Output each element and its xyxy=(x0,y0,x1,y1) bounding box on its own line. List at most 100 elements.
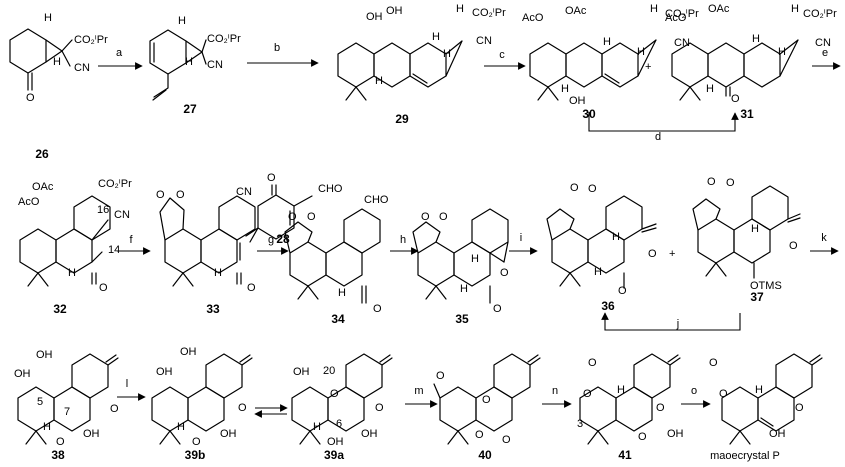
substituent-label: O xyxy=(267,172,276,184)
substituent-label: CN xyxy=(114,209,130,221)
substituent-label: CO₂ⁱPr xyxy=(74,34,108,46)
substituent-label: H xyxy=(456,3,464,15)
substituent-label: OH xyxy=(667,428,684,440)
arrow-j xyxy=(601,312,741,331)
structure-39a xyxy=(291,353,393,445)
substituent-label: CN xyxy=(236,186,252,198)
substituent-label: OH xyxy=(327,436,344,448)
substituent-label: + xyxy=(669,248,675,260)
substituent-label: CN xyxy=(815,37,831,49)
substituent-label: H xyxy=(178,15,186,27)
substituent-label: H xyxy=(791,3,799,15)
substituent-label: H xyxy=(185,56,193,68)
structure-33 xyxy=(159,195,256,287)
substituent-label: O xyxy=(436,370,445,382)
substituent-label: CO₂ⁱPr xyxy=(472,7,506,19)
substituent-label: OH xyxy=(293,366,310,378)
substituent-label: O xyxy=(656,402,665,414)
substituent-label: H xyxy=(43,421,51,433)
substituent-label: O xyxy=(247,282,256,294)
substituent-label: CHO xyxy=(364,194,389,206)
reaction-step-label: c xyxy=(499,49,505,61)
structure-38 xyxy=(17,353,119,445)
compound-number: 39b xyxy=(185,448,206,462)
substituent-label: H xyxy=(471,253,479,265)
substituent-label: H xyxy=(214,267,222,279)
substituent-label: 20 xyxy=(323,365,335,377)
substituent-label: O xyxy=(789,240,798,252)
reaction-step-label: e xyxy=(822,47,828,59)
substituent-label: OH xyxy=(361,428,378,440)
substituent-label: OH xyxy=(769,428,786,440)
substituent-label: OTMS xyxy=(750,280,782,292)
reaction-step-label: g xyxy=(268,234,274,246)
substituent-label: O xyxy=(570,182,579,194)
substituent-label: 16 xyxy=(97,204,109,216)
structure-maoecrystal-p xyxy=(721,353,823,445)
structure-37 xyxy=(692,185,801,279)
structure-30 xyxy=(529,39,657,101)
structure-40 xyxy=(433,353,541,445)
structure-31 xyxy=(671,39,799,101)
substituent-label: H xyxy=(177,421,185,433)
substituent-label: O xyxy=(493,303,502,315)
reaction-step-label: h xyxy=(400,234,406,246)
substituent-label: H xyxy=(603,36,611,48)
reaction-arrows xyxy=(98,59,841,418)
structure-28 xyxy=(245,184,313,243)
substituent-label: O xyxy=(375,402,384,414)
structure-27 xyxy=(149,29,207,101)
structure-26 xyxy=(9,28,73,91)
compound-number: 38 xyxy=(51,448,65,462)
compound-number: 34 xyxy=(331,312,345,326)
substituent-label: O xyxy=(502,434,511,446)
substituent-label: O xyxy=(56,436,65,448)
structure-36 xyxy=(546,195,657,289)
compound-number: 26 xyxy=(35,147,49,161)
substituent-label: 6 xyxy=(336,418,342,430)
compound-number: 30 xyxy=(582,107,596,121)
substituent-label: O xyxy=(475,429,484,441)
reaction-step-label: f xyxy=(129,234,133,246)
reaction-step-label: j xyxy=(676,318,679,330)
substituent-label: O xyxy=(618,285,627,297)
substituent-label: OH xyxy=(156,366,173,378)
substituent-label: H xyxy=(617,384,625,396)
substituent-label: O xyxy=(482,394,491,406)
substituent-label: H xyxy=(375,75,383,87)
substituent-label: H xyxy=(432,31,440,43)
substituent-label: CN xyxy=(476,35,492,47)
substituent-label: H xyxy=(68,267,76,279)
substituent-label: O xyxy=(709,357,718,369)
substituent-label: + xyxy=(645,61,651,73)
reaction-step-label: b xyxy=(274,42,280,54)
substituent-label: CN xyxy=(207,59,223,71)
substituent-label: H xyxy=(443,48,451,60)
compound-number: 28 xyxy=(276,232,290,246)
substituent-label: CO₂ⁱPr xyxy=(803,8,837,20)
substituent-label: O xyxy=(288,211,297,223)
substituent-label: O xyxy=(648,248,657,260)
structure-32 xyxy=(19,195,111,287)
substituent-label: AcO xyxy=(522,12,544,24)
compound-number: 36 xyxy=(601,299,615,313)
substituent-label: CN xyxy=(674,37,690,49)
substituent-label: O xyxy=(238,402,247,414)
substituent-label: OH xyxy=(569,95,586,107)
substituent-label: H xyxy=(751,223,759,235)
substituent-label: CO₂ⁱPr xyxy=(98,178,132,190)
substituent-label: 3 xyxy=(577,418,583,430)
substituent-label: O xyxy=(795,402,804,414)
substituent-label: OH xyxy=(180,346,197,358)
compound-number: 32 xyxy=(53,302,67,316)
substituent-label: O xyxy=(731,93,740,105)
reaction-step-label: n xyxy=(552,385,558,397)
substituent-label: H xyxy=(752,33,760,45)
substituent-label: OH xyxy=(83,428,100,440)
substituent-label: O xyxy=(583,388,592,400)
compound-number: maoecrystal P xyxy=(710,450,780,462)
substituent-label: O xyxy=(588,357,597,369)
